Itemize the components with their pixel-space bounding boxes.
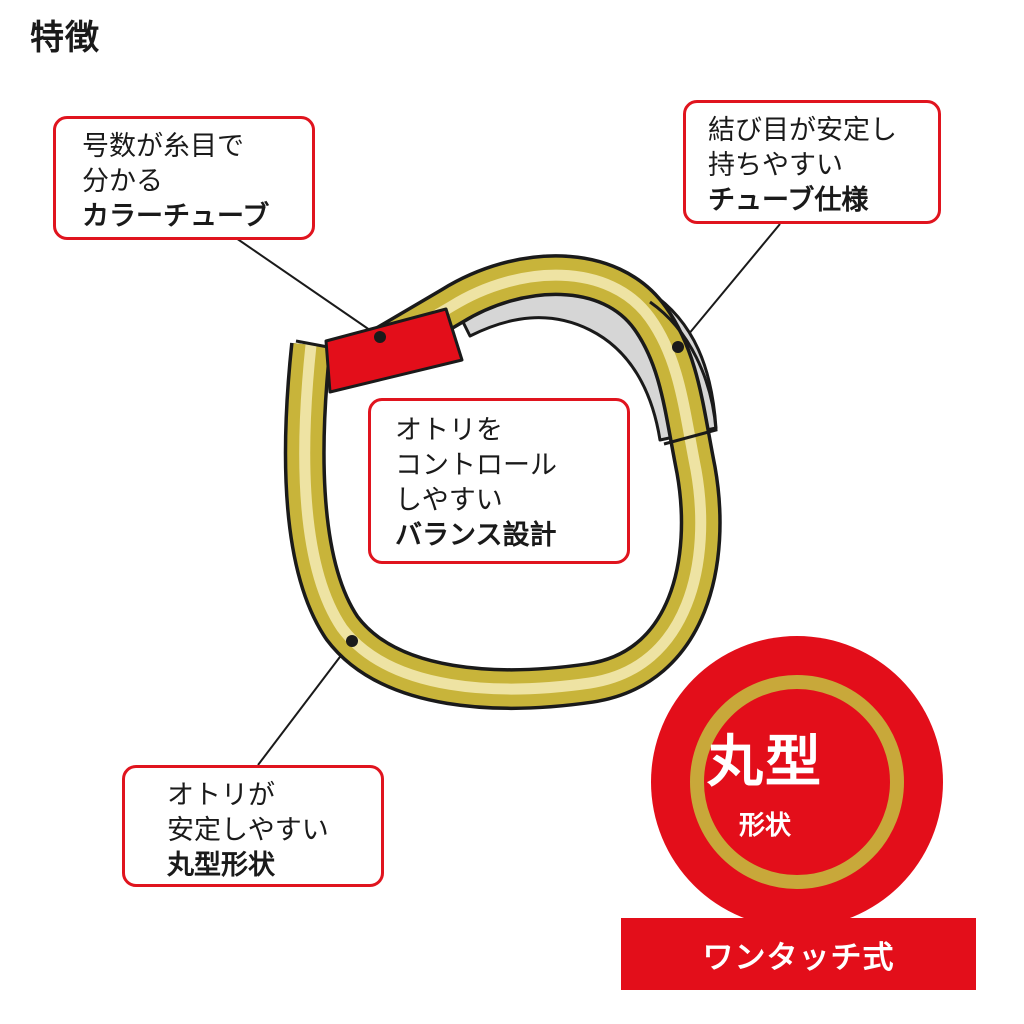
red-color-tube: [324, 307, 464, 394]
badge-gold-ring: [690, 675, 904, 889]
page-title: 特徴: [30, 18, 100, 58]
callout-round-shape-line2: 安定しやすい: [167, 815, 329, 846]
gray-sleeve-end: [649, 300, 718, 446]
callout-color-tube-line2: 分かる: [82, 166, 163, 197]
callout-tube-spec: 結び目が安定し 持ちやすい チューブ仕様: [683, 100, 941, 224]
callout-tube-spec-heading: チューブ仕様: [708, 185, 869, 216]
leader-line-tube-spec: [677, 223, 781, 348]
badge-main-text: 丸型: [707, 730, 823, 795]
callout-round-shape: オトリが 安定しやすい 丸型形状: [122, 765, 384, 887]
callout-balance-line2: コントロール: [395, 450, 557, 481]
callout-round-shape-heading: 丸型形状: [167, 850, 275, 881]
callout-balance-heading: バランス設計: [395, 520, 557, 551]
leader-line-round-shape: [257, 640, 353, 766]
leader-dot-tube-spec: [672, 341, 684, 353]
callout-balance-line1: オトリを: [395, 415, 503, 446]
ring-open-end: [295, 339, 329, 349]
badge-sub-text: 形状: [738, 811, 791, 841]
leader-dot-round-shape: [346, 635, 358, 647]
leader-line-color-tube: [235, 237, 381, 338]
callout-tube-spec-line1: 結び目が安定し: [708, 115, 897, 146]
callout-round-shape-line1: オトリが: [167, 780, 275, 811]
leader-dot-color-tube: [374, 331, 386, 343]
callout-balance-line3: しやすい: [395, 485, 503, 516]
callout-color-tube: 号数が糸目で 分かる カラーチューブ: [53, 116, 315, 240]
gold-ring-highlight: [299, 269, 707, 695]
callout-tube-spec-line2: 持ちやすい: [708, 150, 843, 181]
one-touch-banner: ワンタッチ式: [621, 918, 976, 990]
callout-color-tube-line1: 号数が糸目で: [82, 131, 244, 162]
callout-color-tube-heading: カラーチューブ: [82, 201, 270, 232]
callout-balance: オトリを コントロール しやすい バランス設計: [368, 398, 630, 564]
